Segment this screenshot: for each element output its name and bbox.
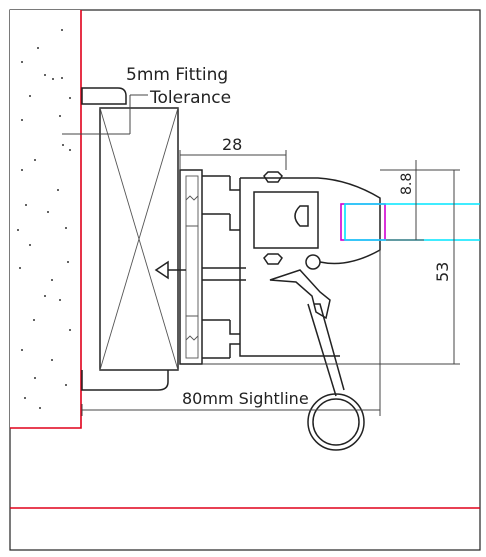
handle [307,303,365,451]
dim-53-label: 53 [433,262,452,282]
dimension-28: 28 [179,135,287,170]
fitting-tolerance-label-line2: Tolerance [149,88,231,108]
wall-edge-line [10,10,82,429]
concrete-wall [10,10,81,428]
glass-unit [340,203,480,241]
fitting-tolerance-label-line1: 5mm Fitting [126,65,228,85]
outer-frame-profile [154,169,246,365]
dimension-53: 53 [202,169,460,365]
dimension-8-8: 8.8 [380,160,424,241]
dim-28-label: 28 [222,135,242,154]
sash-profile [239,171,381,357]
dim-8-8-label: 8.8 [399,173,415,195]
sightline-label: 80mm Sightline [182,389,309,408]
packer-block [81,87,179,391]
dimension-sightline: 80mm Sightline [81,250,381,416]
fitting-tolerance-annotation: 5mm Fitting Tolerance [62,65,231,135]
